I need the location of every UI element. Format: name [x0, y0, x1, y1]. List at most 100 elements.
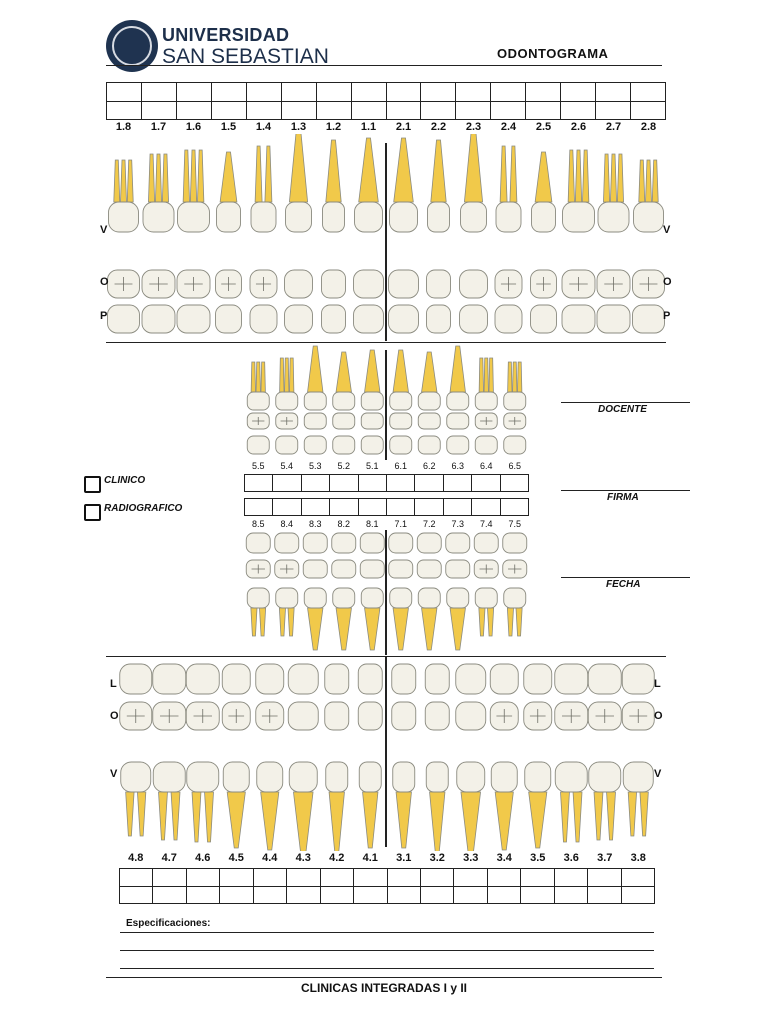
upper-grid-cell[interactable]	[420, 100, 457, 120]
docente-line	[561, 402, 690, 403]
lower-grid-cell[interactable]	[520, 885, 555, 904]
lower-grid-cell[interactable]	[587, 885, 622, 904]
spec-line-3[interactable]	[120, 968, 654, 969]
upper-grid-cell[interactable]	[315, 82, 352, 102]
primary-upper-grid-cell[interactable]	[272, 474, 302, 492]
lower-grid-cell[interactable]	[219, 868, 254, 887]
primary-upper-grid-cell[interactable]	[414, 474, 444, 492]
lower-grid-cell[interactable]	[486, 885, 522, 904]
crown	[360, 587, 384, 609]
upper-grid-cell[interactable]	[245, 100, 282, 120]
upper-grid-cell[interactable]	[175, 82, 212, 102]
lower-grid-cell[interactable]	[520, 868, 555, 887]
lower-grid-cell[interactable]	[353, 885, 388, 904]
lower-grid-cell[interactable]	[118, 885, 154, 904]
upper-grid-cell[interactable]	[525, 100, 562, 120]
upper-grid-cell[interactable]	[525, 82, 562, 102]
radiografico-checkbox[interactable]	[84, 504, 101, 521]
primary-upper-grid-cell[interactable]	[385, 474, 416, 492]
primary-upper-grid-cell[interactable]	[357, 474, 387, 492]
upper-grid-cell[interactable]	[106, 100, 142, 120]
upper-grid-cell[interactable]	[560, 100, 597, 120]
upper-grid-cell[interactable]	[280, 82, 317, 102]
primary-lower-grid-cell[interactable]	[471, 498, 501, 516]
primary-lower-grid-cell[interactable]	[442, 498, 473, 516]
lower-grid-cell[interactable]	[386, 868, 421, 887]
upper-grid-cell[interactable]	[140, 100, 177, 120]
upper-grid-cell[interactable]	[175, 100, 212, 120]
lower-grid-cell[interactable]	[319, 885, 355, 904]
upper-grid-cell[interactable]	[385, 82, 422, 102]
lower-grid-cell[interactable]	[219, 885, 254, 904]
lower-grid-cell[interactable]	[152, 885, 187, 904]
upper-grid-cell[interactable]	[595, 100, 632, 120]
primary-lower-grid-cell[interactable]	[357, 498, 387, 516]
primary-lower-grid-cell[interactable]	[243, 498, 274, 516]
primary-lower-tooth-8-5	[246, 587, 270, 637]
upper-grid-cell[interactable]	[245, 82, 282, 102]
upper-grid-cell[interactable]	[210, 100, 247, 120]
primary-lower-grid-cell[interactable]	[385, 498, 416, 516]
upper-grid-cell[interactable]	[455, 82, 492, 102]
primary-upper-grid-cell[interactable]	[243, 474, 274, 492]
upper-grid-cell[interactable]	[350, 100, 387, 120]
lower-grid-cell[interactable]	[185, 868, 221, 887]
lower-grid-cell[interactable]	[419, 885, 455, 904]
lower-grid-cell[interactable]	[486, 868, 522, 887]
upper-grid-cell[interactable]	[280, 100, 317, 120]
lower-grid-cell[interactable]	[587, 868, 622, 887]
crown-outline	[275, 435, 299, 455]
spec-line-2[interactable]	[120, 950, 654, 951]
upper-grid-cell[interactable]	[350, 82, 387, 102]
upper-grid-cell[interactable]	[490, 82, 527, 102]
lower-grid-cell[interactable]	[185, 885, 221, 904]
spec-line-1[interactable]	[120, 932, 654, 933]
lower-grid-cell[interactable]	[453, 868, 488, 887]
primary-upper-grid-cell[interactable]	[442, 474, 473, 492]
clinico-checkbox[interactable]	[84, 476, 101, 493]
lower-grid-cell[interactable]	[419, 868, 455, 887]
lower-grid-cell[interactable]	[353, 868, 388, 887]
root	[449, 607, 466, 651]
upper-occlusal-2-1	[388, 269, 419, 299]
upper-grid-cell[interactable]	[420, 82, 457, 102]
primary-lower-grid-cell[interactable]	[272, 498, 302, 516]
lower-grid-cell[interactable]	[553, 885, 589, 904]
upper-grid-cell[interactable]	[106, 82, 142, 102]
primary-upper-grid-cell[interactable]	[300, 474, 331, 492]
upper-grid-cell[interactable]	[490, 100, 527, 120]
upper-grid-cell[interactable]	[630, 100, 666, 120]
lower-grid-cell[interactable]	[453, 885, 488, 904]
primary-upper-grid-cell[interactable]	[499, 474, 530, 492]
primary-lower-grid-cell[interactable]	[300, 498, 331, 516]
upper-grid-cell[interactable]	[210, 82, 247, 102]
lower-grid-cell[interactable]	[553, 868, 589, 887]
root	[616, 153, 624, 203]
lower-lingual-4-1	[357, 663, 383, 695]
root	[638, 159, 646, 203]
lower-grid-cell[interactable]	[118, 868, 154, 887]
lower-grid-cell[interactable]	[286, 868, 321, 887]
upper-grid-cell[interactable]	[630, 82, 666, 102]
lower-grid-cell[interactable]	[286, 885, 321, 904]
upper-grid-cell[interactable]	[595, 82, 632, 102]
lower-grid-cell[interactable]	[386, 885, 421, 904]
lower-grid-cell[interactable]	[252, 885, 288, 904]
upper-tooth-1-3	[285, 134, 312, 233]
upper-grid-cell[interactable]	[560, 82, 597, 102]
lower-grid-cell[interactable]	[620, 885, 656, 904]
lower-grid-cell[interactable]	[620, 868, 656, 887]
primary-upper-grid-cell[interactable]	[329, 474, 359, 492]
crown	[246, 391, 270, 411]
lower-grid-cell[interactable]	[152, 868, 187, 887]
upper-grid-cell[interactable]	[140, 82, 177, 102]
primary-upper-grid-cell[interactable]	[471, 474, 501, 492]
lower-grid-cell[interactable]	[252, 868, 288, 887]
primary-lower-grid-cell[interactable]	[499, 498, 530, 516]
upper-grid-cell[interactable]	[315, 100, 352, 120]
lower-grid-cell[interactable]	[319, 868, 355, 887]
upper-grid-cell[interactable]	[455, 100, 492, 120]
primary-lower-grid-cell[interactable]	[414, 498, 444, 516]
primary-lower-grid-cell[interactable]	[329, 498, 359, 516]
upper-grid-cell[interactable]	[385, 100, 422, 120]
